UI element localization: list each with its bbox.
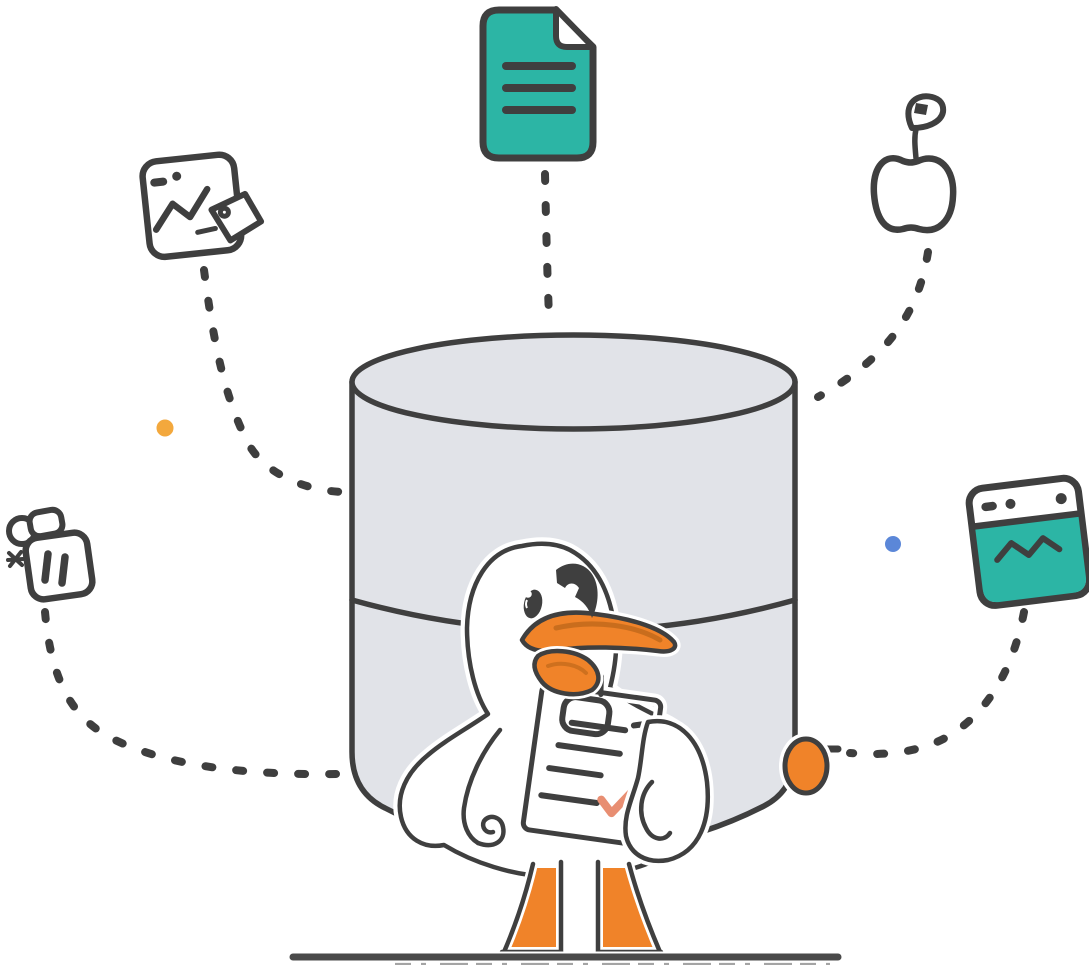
browser-zigzag <box>994 535 1063 563</box>
duck-legs <box>497 857 666 957</box>
blue-dot <box>882 533 904 555</box>
checklist-row <box>568 719 629 734</box>
jar-body <box>22 529 96 603</box>
orange-dot <box>153 416 177 440</box>
duck-head-patch <box>556 563 598 618</box>
picture-dash <box>195 225 218 235</box>
connector-apple-casing <box>812 246 934 403</box>
picture-dot <box>150 177 168 187</box>
jar-icon <box>6 506 96 603</box>
connector-picture-casing <box>198 264 348 498</box>
browser-header-dot <box>1055 493 1067 505</box>
connector-apple <box>814 248 932 401</box>
connector-browser-casing <box>844 606 1030 760</box>
browser-header-divider <box>969 510 1084 530</box>
apple-leaf <box>905 93 947 131</box>
eye-highlight <box>524 590 532 598</box>
ground <box>287 951 844 965</box>
document-icon <box>479 6 597 162</box>
connector-jar <box>41 608 340 779</box>
duck-wing-curl <box>475 814 506 848</box>
tag-hole <box>217 205 231 219</box>
duck-leg-gap <box>561 862 598 954</box>
connector-jar-casing <box>39 606 342 781</box>
apple-leaf-detail <box>914 103 928 115</box>
jar-bar <box>58 553 69 587</box>
tail-blob <box>782 736 830 796</box>
checklist-row <box>555 742 623 757</box>
jar-sparkle <box>6 550 25 568</box>
duck-thumb-loop <box>638 779 673 841</box>
connector-browser <box>846 608 1028 758</box>
browser-header-dot <box>1005 498 1016 509</box>
beak-lower <box>532 648 601 697</box>
apple-stem <box>912 126 919 161</box>
picture-dot <box>172 171 182 181</box>
duck-tail <box>779 733 842 799</box>
document-fold-corner <box>553 6 596 50</box>
duck-right-foot <box>599 868 659 950</box>
duck-beak <box>516 607 681 700</box>
duck-arm-line <box>461 727 503 846</box>
duck-mascot <box>393 537 714 957</box>
browser-header-dot <box>981 501 997 512</box>
eye-highlight-tail <box>525 599 528 609</box>
checklist-row <box>538 792 600 807</box>
checklist-row <box>546 765 604 779</box>
apple-icon <box>870 93 957 234</box>
connector-document <box>541 170 553 320</box>
duck-eye <box>520 586 546 622</box>
jar-bar <box>41 550 52 584</box>
browser-window-icon <box>965 474 1089 609</box>
leg-outline <box>626 861 663 955</box>
browser-content <box>975 514 1087 603</box>
picture-chart-icon <box>139 151 265 261</box>
picture-tag <box>208 190 265 244</box>
picture-zigzag <box>152 185 211 233</box>
clipboard-clip <box>559 694 613 738</box>
apple-body <box>870 155 957 234</box>
beak-lower-shading <box>546 661 588 675</box>
cylinder-top <box>349 332 798 432</box>
beak-shading <box>553 621 663 643</box>
tag-shape <box>208 190 265 244</box>
leg-outline <box>501 861 536 955</box>
dashed-connectors <box>39 168 1030 781</box>
connector-picture <box>200 266 346 496</box>
